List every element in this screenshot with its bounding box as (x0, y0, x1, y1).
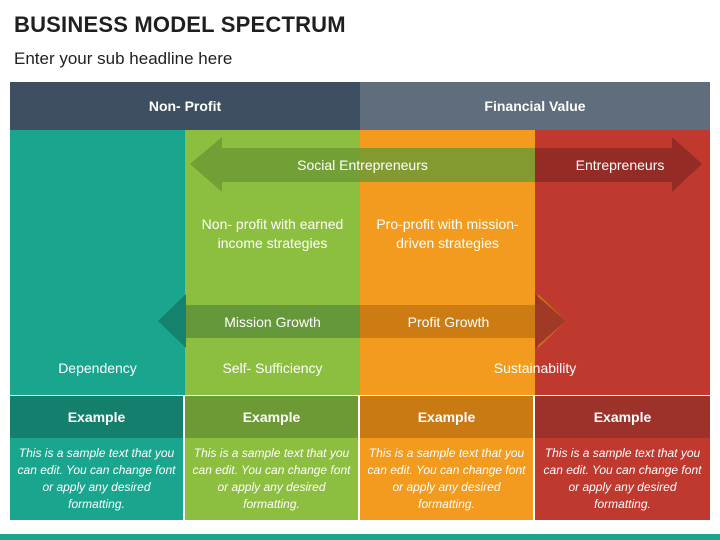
example-text-2: This is a sample text that you can edit.… (185, 438, 358, 520)
header-non-profit: Non- Profit (10, 82, 360, 130)
level-dependency: Dependency (58, 360, 137, 376)
page-title: BUSINESS MODEL SPECTRUM (14, 12, 346, 37)
example-heading-3: Example (360, 396, 533, 438)
column-teal (10, 130, 185, 395)
header-financial-value: Financial Value (360, 82, 710, 130)
entrepreneurs-label: Entrepreneurs (575, 157, 665, 173)
example-text-1: This is a sample text that you can edit.… (10, 438, 183, 520)
column-2-description: Non- profit with earned income strategie… (201, 216, 344, 251)
profit-growth-label: Profit Growth (407, 313, 490, 330)
level-sustainability: Sustainability (493, 360, 577, 376)
page-subtitle: Enter your sub headline here (14, 49, 233, 68)
example-heading-1: Example (10, 396, 183, 438)
example-heading-4: Example (535, 396, 710, 438)
example-text-3: This is a sample text that you can edit.… (360, 438, 533, 520)
social-entrepreneurs-label: Social Entrepreneurs (297, 157, 428, 173)
level-self-sufficiency: Self- Sufficiency (222, 360, 323, 376)
column-3-description: Pro-profit with mission-driven strategie… (376, 216, 519, 251)
mission-growth-label: Mission Growth (224, 313, 321, 330)
example-text-4: This is a sample text that you can edit.… (535, 438, 710, 520)
bottom-accent-bar (0, 534, 720, 540)
example-heading-2: Example (185, 396, 358, 438)
